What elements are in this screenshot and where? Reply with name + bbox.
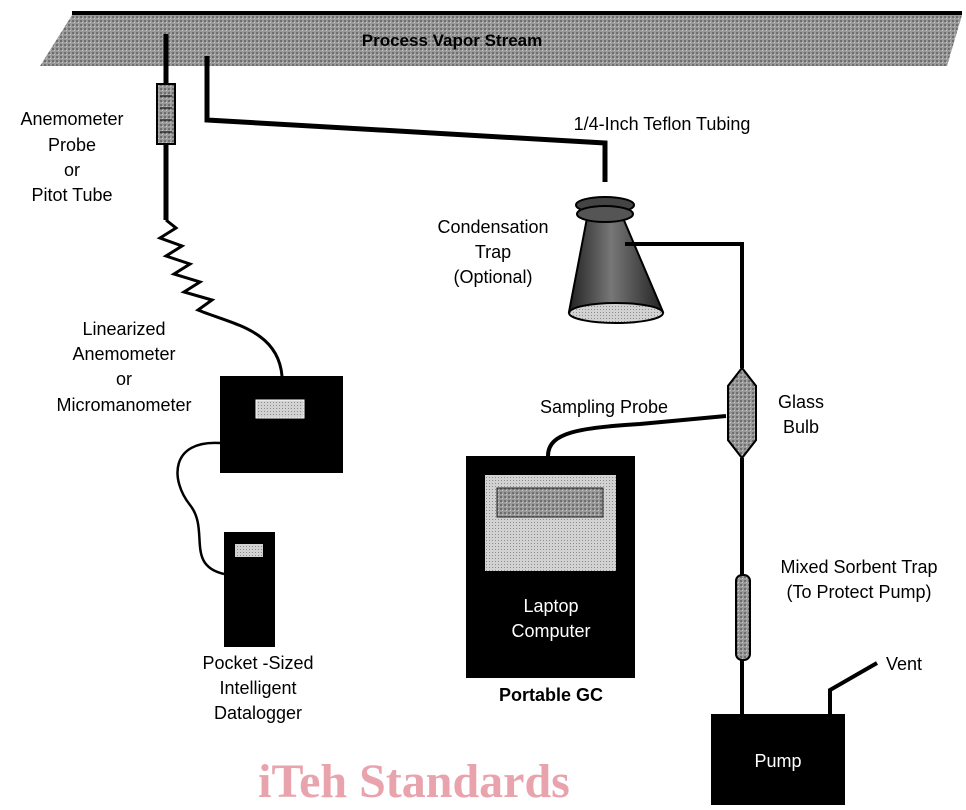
laptop-label-line1: Laptop	[523, 596, 578, 616]
probe-coiled-cable	[156, 218, 284, 377]
condensation-trap	[567, 196, 665, 324]
svg-text:Intelligent: Intelligent	[219, 678, 296, 698]
svg-text:Datalogger: Datalogger	[214, 703, 302, 723]
portable-gc-label: Portable GC	[499, 685, 603, 705]
vent-label: Vent	[886, 654, 922, 674]
svg-text:Condensation: Condensation	[437, 217, 548, 237]
vent-pipe	[828, 661, 878, 714]
svg-text:Probe: Probe	[48, 135, 96, 155]
process-vapor-stream: Process Vapor Stream	[40, 11, 962, 66]
pump: Pump	[711, 714, 845, 805]
sampling-probe-line	[546, 414, 727, 457]
pump-label: Pump	[754, 751, 801, 771]
process-stream-label: Process Vapor Stream	[362, 31, 542, 50]
svg-text:or: or	[64, 160, 80, 180]
glass-bulb-label: Glass Bulb	[778, 392, 824, 437]
teflon-tubing-label: 1/4-Inch Teflon Tubing	[574, 114, 751, 134]
trap-outlet-tubing	[625, 242, 744, 350]
svg-text:Trap: Trap	[475, 242, 511, 262]
svg-text:Pitot Tube: Pitot Tube	[31, 185, 112, 205]
datalogger-label: Pocket -Sized Intelligent Datalogger	[202, 653, 313, 723]
pocket-datalogger	[224, 532, 275, 647]
svg-text:(To Protect Pump): (To Protect Pump)	[786, 582, 931, 602]
svg-text:Bulb: Bulb	[783, 417, 819, 437]
glass-bulb	[727, 342, 757, 575]
svg-text:Anemometer: Anemometer	[72, 344, 175, 364]
linearized-anemometer-meter	[220, 376, 343, 473]
svg-text:Linearized: Linearized	[82, 319, 165, 339]
svg-text:(Optional): (Optional)	[453, 267, 532, 287]
anemometer-probe-label: Anemometer Probe or Pitot Tube	[20, 109, 123, 205]
mixed-sorbent-trap	[735, 574, 751, 714]
svg-text:Glass: Glass	[778, 392, 824, 412]
svg-text:Mixed Sorbent Trap: Mixed Sorbent Trap	[780, 557, 937, 577]
svg-text:Anemometer: Anemometer	[20, 109, 123, 129]
mixed-sorbent-trap-label: Mixed Sorbent Trap (To Protect Pump)	[780, 557, 937, 602]
svg-text:Pocket -Sized: Pocket -Sized	[202, 653, 313, 673]
portable-gc: Laptop Computer	[466, 456, 635, 678]
linearized-anemometer-label: Linearized Anemometer or Micromanometer	[56, 319, 191, 415]
sampling-probe-label: Sampling Probe	[540, 397, 668, 417]
laptop-label-line2: Computer	[511, 621, 590, 641]
datalogger-cable	[176, 441, 225, 576]
condensation-trap-label: Condensation Trap (Optional)	[437, 217, 548, 287]
watermark: iTeh Standards	[258, 755, 570, 805]
anemometer-probe	[156, 34, 176, 220]
svg-text:Micromanometer: Micromanometer	[56, 395, 191, 415]
teflon-tubing	[204, 56, 608, 182]
svg-text:or: or	[116, 369, 132, 389]
